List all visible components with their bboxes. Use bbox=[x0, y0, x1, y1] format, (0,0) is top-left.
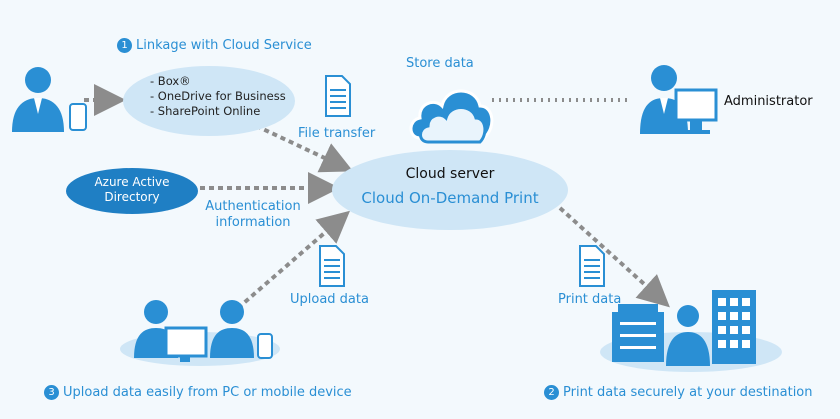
cloud-server-ellipse bbox=[332, 150, 568, 230]
service-box: - Box® bbox=[150, 74, 191, 88]
document-icon bbox=[319, 245, 345, 287]
service-onedrive: - OneDrive for Business bbox=[150, 89, 286, 103]
auth-label: Authentication information bbox=[205, 199, 301, 230]
users-pc-mobile-icon bbox=[134, 300, 273, 362]
azure-ellipse bbox=[66, 168, 198, 214]
azure-label: Azure Active Directory bbox=[94, 175, 170, 204]
store-data-label: Store data bbox=[406, 56, 474, 71]
cloud-server-title: Cloud server bbox=[405, 166, 495, 182]
services-list: - Box® - OneDrive for Business - SharePo… bbox=[150, 74, 286, 119]
user-with-phone-icon bbox=[12, 67, 87, 132]
document-icon bbox=[579, 245, 605, 287]
print-data-label: Print data bbox=[558, 292, 622, 307]
upload-data-label: Upload data bbox=[290, 292, 369, 307]
administrator-icon bbox=[640, 65, 718, 134]
file-transfer-label: File transfer bbox=[298, 126, 376, 141]
file-transfer-arrow bbox=[247, 120, 354, 173]
service-sharepoint: - SharePoint Online bbox=[150, 104, 261, 118]
cloud-icon bbox=[409, 89, 494, 144]
printer-building-icon bbox=[612, 290, 756, 366]
document-icon bbox=[325, 75, 351, 117]
linkage-ellipse bbox=[123, 66, 295, 136]
administrator-label: Administrator bbox=[724, 94, 813, 109]
cloud-server-subtitle: Cloud On-Demand Print bbox=[361, 189, 539, 207]
